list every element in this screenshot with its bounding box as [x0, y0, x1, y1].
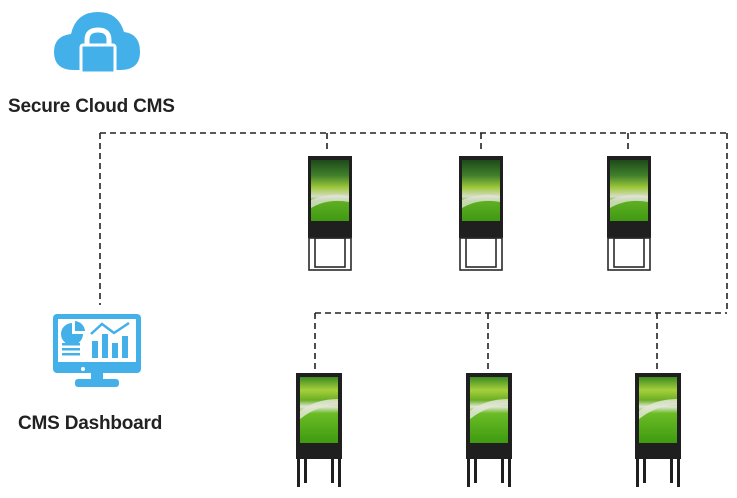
dashboard-label: CMS Dashboard: [18, 413, 163, 434]
signage-top-3: [606, 155, 652, 271]
signage-bottom-1: [296, 373, 342, 487]
signage-top-2: [458, 155, 504, 271]
cloud-cms-label: Secure Cloud CMS: [8, 96, 175, 117]
signage-bottom-2: [466, 373, 512, 487]
signage-bottom-3: [635, 373, 681, 487]
connectors: [99, 132, 728, 372]
signage-top-1: [307, 155, 353, 271]
monitor-chart-icon: [53, 314, 141, 387]
cloud-lock-icon: [54, 12, 140, 75]
